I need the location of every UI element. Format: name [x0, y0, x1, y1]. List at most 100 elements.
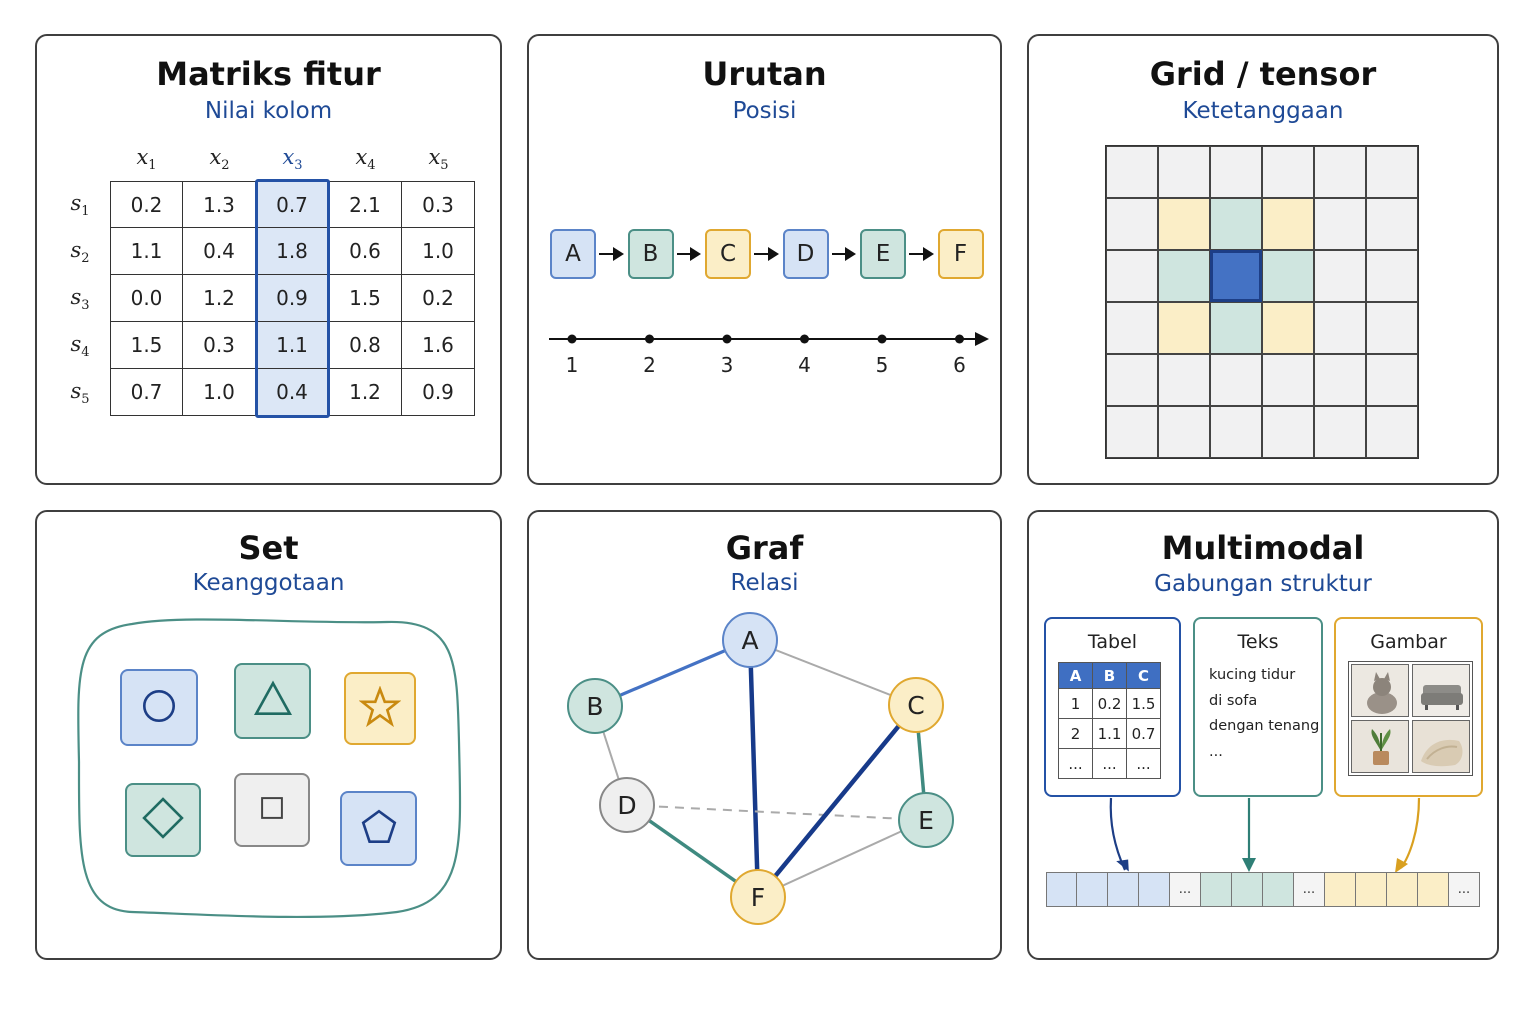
matrix-cell: 0.7 — [110, 368, 183, 416]
matrix-cell: 0.4 — [255, 368, 329, 416]
graph-node: F — [730, 869, 786, 925]
set-member — [234, 773, 310, 847]
matrix-cell: 1.6 — [401, 321, 475, 369]
fused-token-sequence: ......... — [1046, 872, 1480, 907]
sequence-node: C — [705, 229, 751, 279]
matrix-cell: 1.2 — [182, 274, 256, 322]
matrix-cell: 0.3 — [182, 321, 256, 369]
sequence-node: B — [627, 229, 674, 279]
grid-cell — [1314, 406, 1366, 458]
grid-cell — [1314, 302, 1366, 354]
matrix-cell: 1.1 — [110, 227, 183, 275]
matrix-cell: 0.4 — [182, 227, 256, 275]
token-teal — [1232, 872, 1263, 907]
axis-tick-label: 3 — [720, 353, 734, 377]
gambar-box: Gambar — [1334, 617, 1483, 797]
token-yellow — [1356, 872, 1387, 907]
matrix-cell: 0.6 — [328, 227, 402, 275]
axis-tick-label: 5 — [875, 353, 889, 377]
grid-cell — [1314, 198, 1366, 250]
image-grid — [1348, 661, 1473, 776]
matrix-cell: 0.9 — [255, 274, 329, 322]
gambar-label: Gambar — [1370, 631, 1447, 653]
grid-cell — [1262, 354, 1314, 406]
star-icon — [358, 684, 402, 732]
grid-cell-blue — [1210, 250, 1262, 302]
set-member — [234, 663, 311, 739]
axis-tick — [877, 334, 887, 344]
sequence-node: F — [937, 229, 984, 279]
axis-tick-label: 6 — [953, 353, 966, 377]
matrix-cell: 1.5 — [328, 274, 402, 322]
token-yellow — [1387, 872, 1418, 907]
axis-tick — [645, 334, 654, 344]
teks-line: ... — [1209, 743, 1223, 760]
token-gap: ... — [1449, 872, 1480, 907]
column-header: x3 — [282, 145, 303, 174]
triangle-icon — [252, 678, 294, 724]
pentagon-icon — [358, 806, 400, 852]
sequence-arrow — [599, 247, 623, 261]
mini-table-cell: 1.1 — [1092, 718, 1127, 749]
matrix-cell: 1.0 — [401, 227, 475, 275]
grid-cell — [1314, 354, 1366, 406]
matrix-cell: 1.3 — [182, 181, 256, 228]
cat-image — [1351, 664, 1409, 717]
grid-cell — [1262, 146, 1314, 198]
grid-cell — [1106, 198, 1158, 250]
graph-edge — [749, 639, 917, 706]
grid-cell-yellow — [1262, 302, 1314, 354]
mini-table-cell: 0.7 — [1126, 718, 1161, 749]
axis-tick-label: 2 — [643, 353, 656, 377]
grid-cell — [1366, 302, 1418, 354]
graph-node: A — [722, 612, 778, 668]
token-gap: ... — [1294, 872, 1325, 907]
grid-cell-teal — [1262, 250, 1314, 302]
grid-cell-yellow — [1158, 198, 1210, 250]
matrix-cell: 0.3 — [401, 181, 475, 228]
grid-cell — [1210, 354, 1262, 406]
matrix-cell: 0.0 — [110, 274, 183, 322]
grid-cell — [1106, 354, 1158, 406]
multimodal-subtitle: Gabungan struktur — [1154, 571, 1372, 597]
mini-table-cell: ... — [1058, 748, 1093, 779]
grid-cell — [1106, 250, 1158, 302]
token-blue — [1046, 872, 1077, 907]
row-label: s2 — [70, 238, 90, 267]
set-panel: Set Keanggotaan — [35, 510, 502, 960]
mini-table-row: ......... — [1058, 748, 1161, 779]
row-label: s4 — [70, 332, 90, 361]
teks-line: dengan tenang — [1209, 718, 1320, 734]
grid-cell-yellow — [1262, 198, 1314, 250]
teks-label: Teks — [1237, 631, 1279, 653]
matrix-cell: 1.8 — [255, 227, 329, 275]
sequence-title: Urutan — [702, 55, 827, 93]
matrix-cell: 0.9 — [401, 368, 475, 416]
grid-panel: Grid / tensor Ketetanggaan — [1027, 34, 1499, 485]
sequence-node: D — [782, 229, 829, 279]
multimodal-title: Multimodal — [1161, 529, 1365, 567]
sequence-arrow — [831, 247, 856, 261]
grid-cell — [1158, 146, 1210, 198]
matrix-cell: 0.7 — [255, 181, 329, 228]
set-member — [344, 672, 416, 745]
axis-tick — [567, 334, 577, 344]
matrix-cell: 0.8 — [328, 321, 402, 369]
circle-icon — [138, 685, 180, 731]
grid-cell-teal — [1210, 302, 1262, 354]
blanket-image — [1412, 720, 1470, 773]
position-axis — [549, 332, 989, 346]
matrix-title: Matriks fitur — [156, 55, 381, 93]
token-blue — [1139, 872, 1170, 907]
column-header: x2 — [209, 145, 230, 174]
grid-cell — [1262, 406, 1314, 458]
graph-node: D — [599, 777, 655, 833]
graph-title: Graf — [725, 529, 804, 567]
neighborhood-grid — [1105, 145, 1419, 459]
merge-arrows — [1109, 797, 1421, 873]
